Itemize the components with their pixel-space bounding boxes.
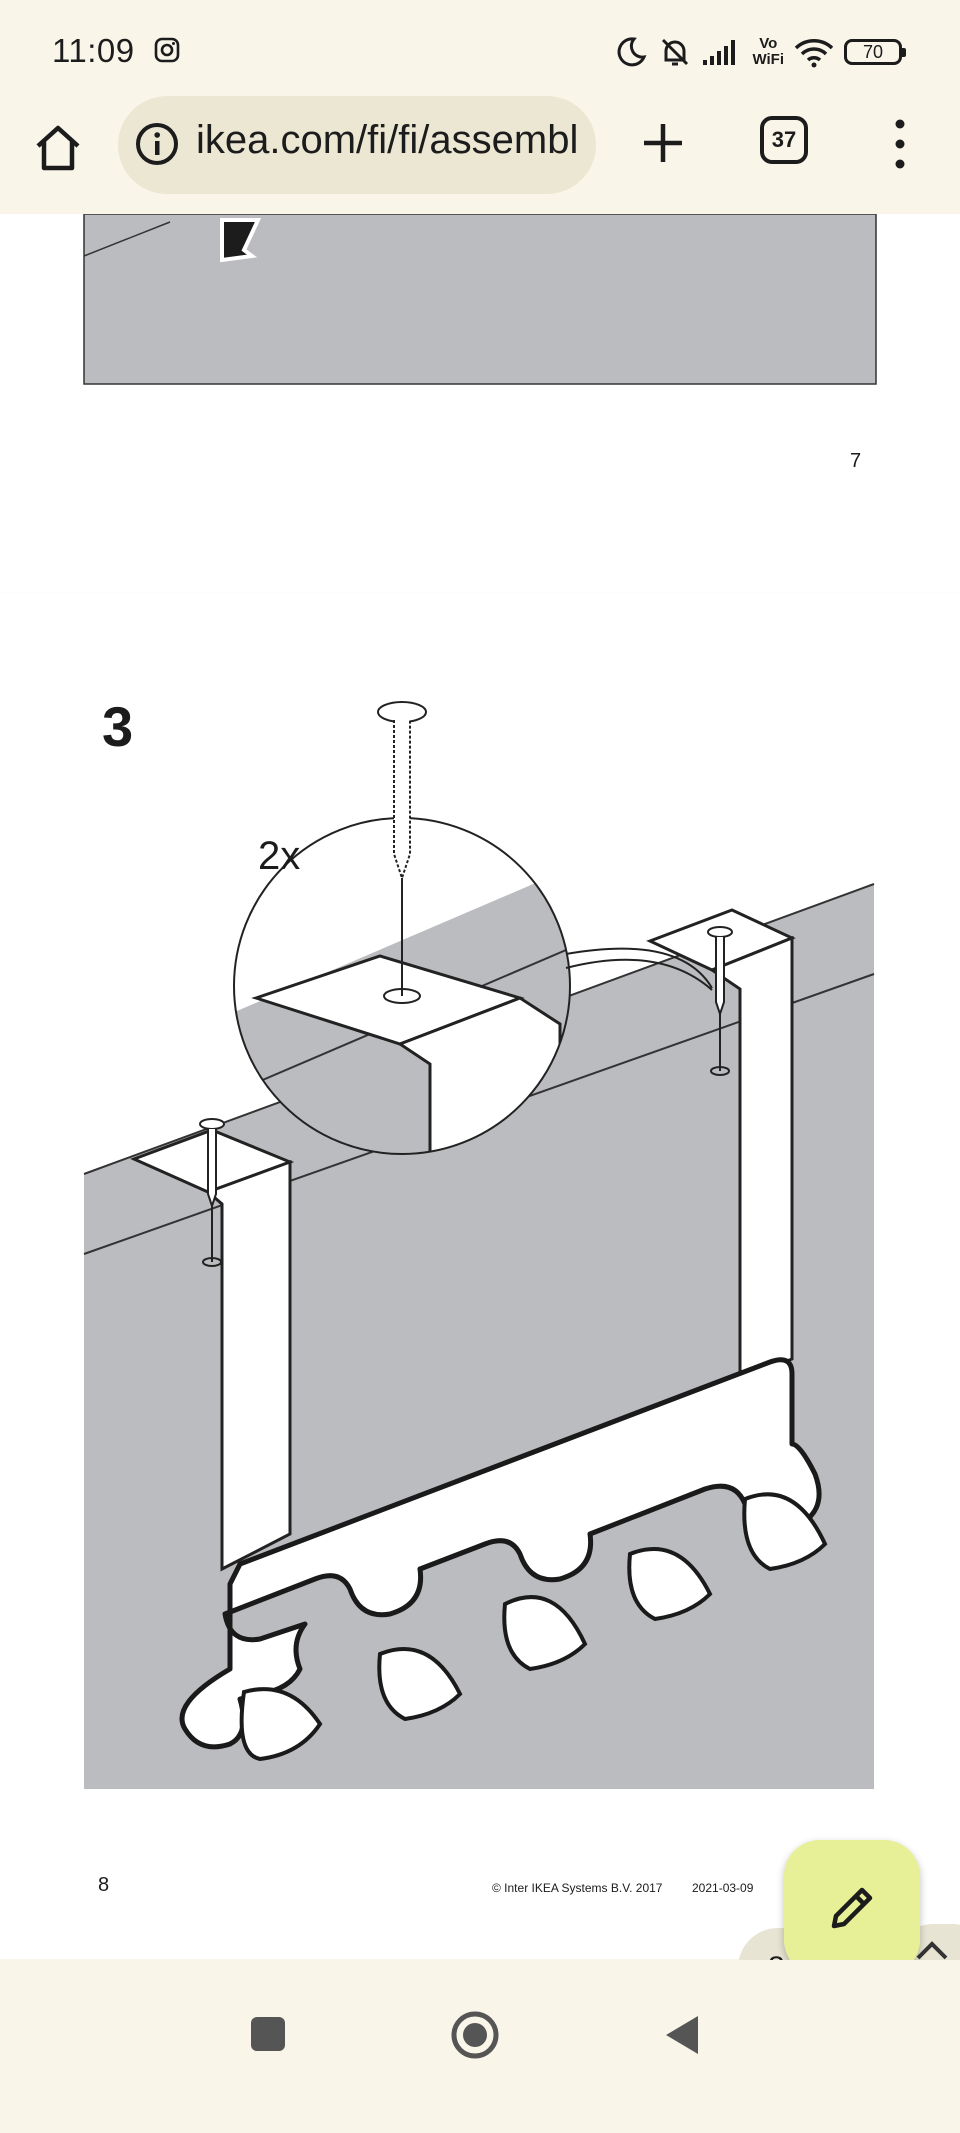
step-number: 3 <box>102 695 134 758</box>
more-vert-icon[interactable] <box>882 114 918 174</box>
url-bar[interactable]: ikea.com/fi/fi/assembl <box>118 96 596 194</box>
page-number: 7 <box>850 450 862 472</box>
signal-icon <box>703 40 736 65</box>
back-icon[interactable] <box>662 2014 702 2056</box>
vowifi-top: Vo <box>759 35 778 52</box>
edit-fab-button[interactable] <box>784 1840 920 1976</box>
status-icons: Vo WiFi 70 <box>614 30 906 74</box>
home-nav-icon[interactable] <box>450 2010 500 2060</box>
quantity-callout: 2x <box>258 834 301 878</box>
plus-icon[interactable] <box>636 116 690 170</box>
pencil-icon <box>831 1887 873 1929</box>
wifi-icon <box>794 39 834 68</box>
battery-indicator: 70 <box>844 39 906 65</box>
info-icon[interactable] <box>134 121 180 167</box>
document-page-8: 3 <box>0 594 960 1959</box>
instagram-icon <box>154 37 180 63</box>
status-time: 11:09 <box>52 32 135 69</box>
browser-toolbar: ikea.com/fi/fi/assembl 37 <box>0 96 960 216</box>
moon-icon <box>618 37 647 67</box>
document-date: 2021-03-09 <box>692 1881 754 1895</box>
screw-left <box>199 1118 225 1267</box>
vowifi-bottom: WiFi <box>752 51 784 68</box>
document-viewer[interactable]: 7 3 <box>0 214 960 1959</box>
copyright-text: © Inter IKEA Systems B.V. 2017 <box>492 1881 663 1895</box>
bell-muted-icon <box>662 38 689 66</box>
screw-right <box>707 926 733 1076</box>
assembly-illustration <box>83 701 875 1789</box>
home-icon[interactable] <box>30 120 86 176</box>
page-number: 8 <box>98 1874 110 1896</box>
system-navigation-bar <box>0 1960 960 2133</box>
url-text[interactable]: ikea.com/fi/fi/assembl <box>196 118 579 162</box>
vowifi-indicator: Vo WiFi <box>752 36 784 68</box>
page-7-illustration <box>83 214 877 385</box>
status-bar: 11:09 Vo WiFi 70 <box>0 0 960 100</box>
tabs-button[interactable]: 37 <box>760 116 808 164</box>
recents-icon[interactable] <box>250 2016 286 2052</box>
